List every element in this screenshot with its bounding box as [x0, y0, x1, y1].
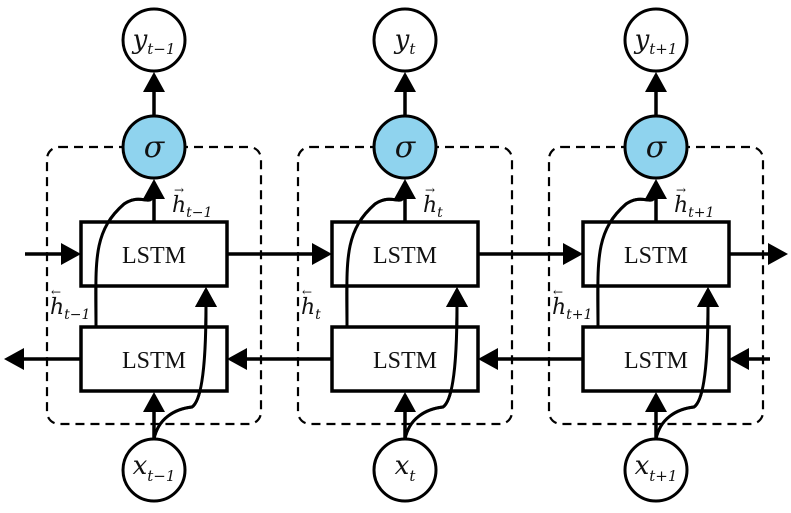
arrow-up-icon [195, 287, 217, 307]
arrow-up-icon [394, 179, 416, 199]
output-label: yt [394, 25, 417, 58]
arrow-right-icon: → [174, 183, 184, 197]
arrow-up-icon [645, 392, 667, 412]
backward-hidden-path-0 [94, 193, 156, 328]
input-node-1 [372, 437, 438, 503]
input-label: xt+1 [635, 451, 678, 485]
arrow-left-icon [478, 348, 498, 370]
arrow-right-icon: → [676, 183, 686, 197]
arrow-left-icon [227, 348, 247, 370]
sigma-label: σ [395, 130, 417, 165]
forward-hidden-label: ht−1 [172, 193, 212, 221]
forward-lstm-cell-0 [79, 220, 229, 288]
forward-lstm-cell-2 [581, 220, 731, 288]
input-forward-path-1 [403, 303, 459, 440]
backward-lstm-label: LSTM [122, 348, 186, 374]
input-node-0 [121, 437, 187, 503]
arrow-right-icon [312, 243, 332, 265]
arrow-up-icon [143, 72, 165, 92]
arrow-left-icon: ← [553, 285, 563, 299]
arrow-up-icon [394, 72, 416, 92]
arrow-left-icon [729, 348, 749, 370]
arrow-up-icon [394, 392, 416, 412]
arrow-up-icon [143, 179, 165, 199]
forward-hidden-label: ht [423, 193, 443, 221]
backward-lstm-label: LSTM [624, 348, 688, 374]
sigma-label: σ [646, 130, 668, 165]
arrow-right-icon [768, 243, 788, 265]
arrow-up-icon [697, 287, 719, 307]
input-forward-path-2 [654, 303, 710, 440]
backward-lstm-label: LSTM [373, 348, 437, 374]
arrow-up-icon [645, 72, 667, 92]
backward-hidden-label: ht+1 [552, 295, 592, 323]
arrow-up-icon [645, 179, 667, 199]
input-label: xt−1 [133, 451, 176, 485]
arrow-right-icon [61, 243, 81, 265]
forward-hidden-label: ht+1 [674, 193, 714, 221]
output-label: yt+1 [634, 25, 678, 58]
forward-lstm-cell-1 [330, 220, 480, 288]
sigma-node-2 [623, 114, 689, 180]
sigma-node-0 [121, 114, 187, 180]
input-label: xt [395, 451, 417, 485]
output-node-0 [121, 7, 187, 73]
input-forward-path-0 [152, 303, 208, 440]
backward-hidden-path-1 [345, 193, 407, 328]
arrow-left-icon [4, 348, 24, 370]
forward-lstm-label: LSTM [122, 243, 186, 269]
forward-lstm-label: LSTM [373, 243, 437, 269]
output-label: yt−1 [132, 25, 176, 58]
output-node-1 [372, 7, 438, 73]
input-node-2 [623, 437, 689, 503]
forward-lstm-label: LSTM [624, 243, 688, 269]
arrow-up-icon [143, 392, 165, 412]
arrow-left-icon: ← [302, 285, 312, 299]
backward-hidden-label: ht [301, 295, 321, 323]
arrow-right-icon: → [425, 183, 435, 197]
arrow-right-icon [563, 243, 583, 265]
backward-hidden-path-2 [596, 193, 658, 328]
arrow-left-icon: ← [51, 285, 61, 299]
output-node-2 [623, 7, 689, 73]
arrow-up-icon [446, 287, 468, 307]
backward-hidden-label: ht−1 [50, 295, 90, 323]
sigma-label: σ [144, 130, 166, 165]
sigma-node-1 [372, 114, 438, 180]
